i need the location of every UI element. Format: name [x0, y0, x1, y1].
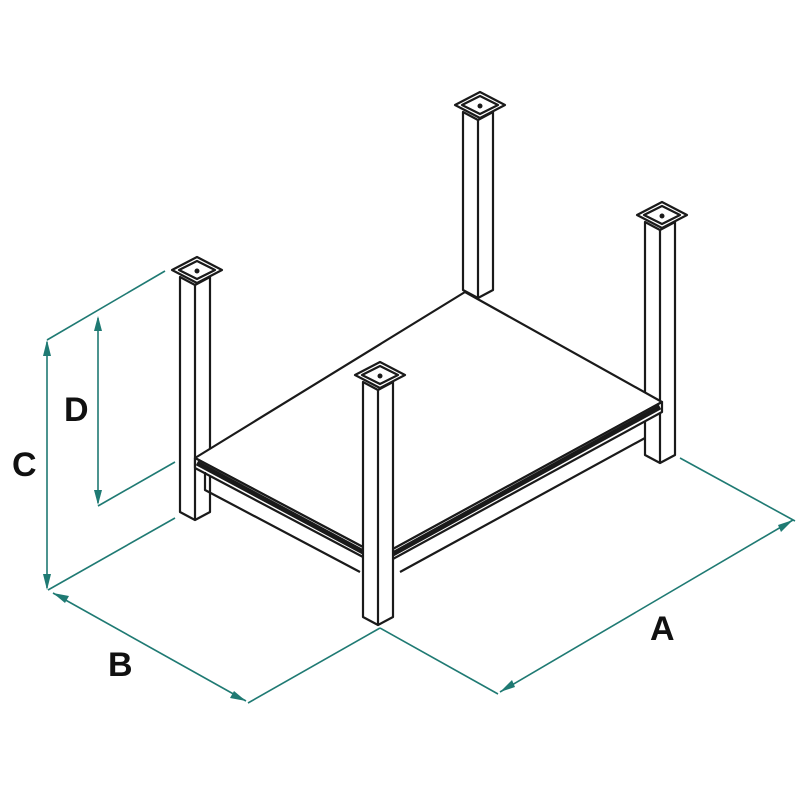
leg-back — [453, 90, 507, 300]
leg-right — [635, 200, 689, 465]
label-a: A — [650, 610, 675, 648]
leg-front — [353, 360, 407, 627]
dimension-d — [94, 316, 176, 507]
dimension-b — [47, 517, 381, 704]
label-b: B — [108, 646, 133, 684]
dimension-a — [379, 457, 796, 695]
label-d: D — [64, 391, 89, 429]
label-c: C — [12, 446, 37, 484]
dimension-c — [43, 270, 166, 590]
leg-left — [170, 255, 224, 522]
shelf — [193, 290, 664, 573]
